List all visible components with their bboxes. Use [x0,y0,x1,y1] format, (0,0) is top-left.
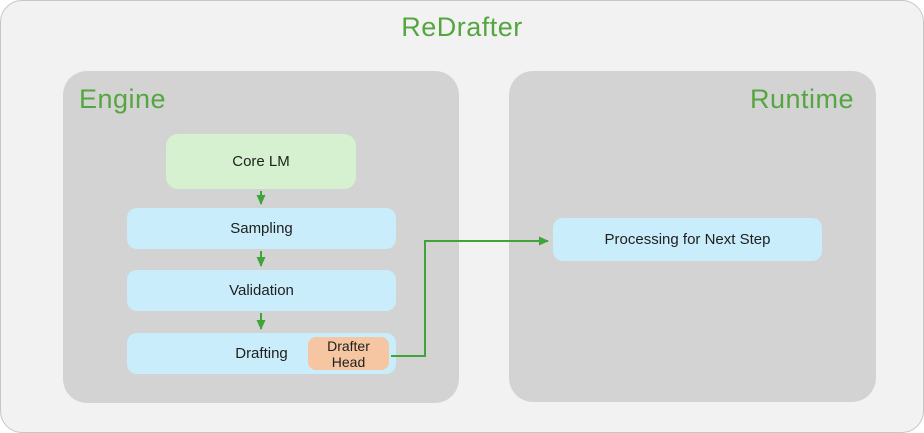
node-processing-for-next-step: Processing for Next Step [553,218,822,261]
engine-panel: Engine Core LM Sampling Validation Draft… [63,71,459,403]
node-validation: Validation [127,270,396,311]
runtime-panel: Runtime Processing for Next Step [509,71,876,402]
diagram-title: ReDrafter [401,12,523,42]
node-core-lm: Core LM [166,134,356,189]
engine-panel-label: Engine [79,84,167,114]
node-drafter-head: Drafter Head [308,337,389,370]
node-sampling: Sampling [127,208,396,249]
runtime-panel-label: Runtime [749,84,854,114]
